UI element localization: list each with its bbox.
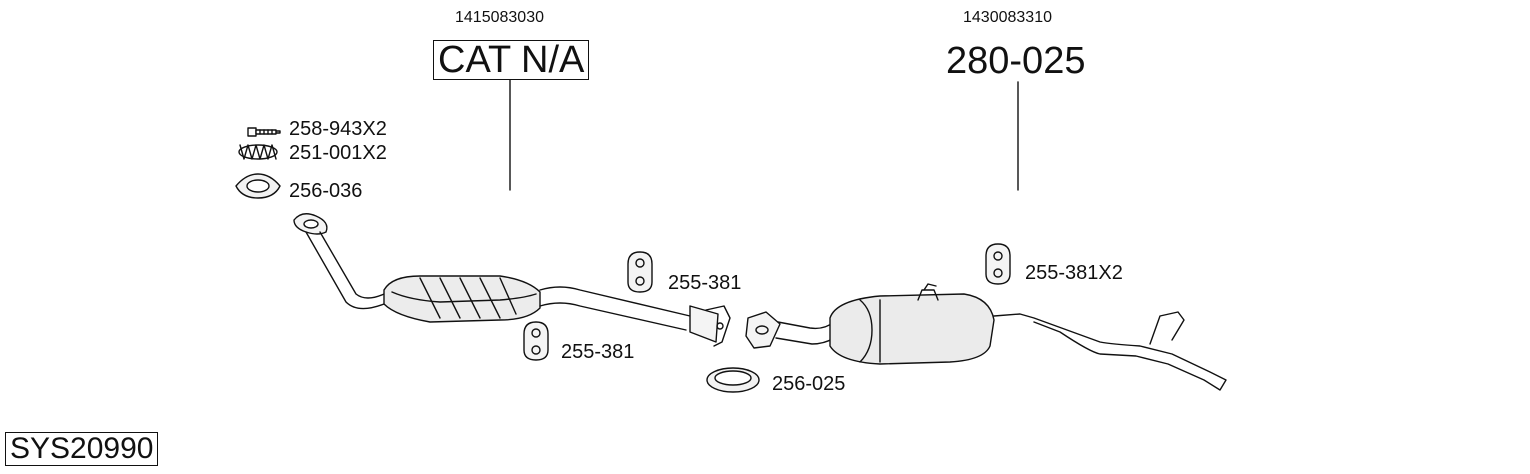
intermediate-pipe [539,286,731,347]
hanger-mid-upper-part [627,251,653,293]
hanger-mid-upper-label: 255-381 [668,272,742,294]
hanger-rear-part [985,243,1011,285]
gasket-front-label: 256-036 [289,180,363,202]
cat-label: CAT N/A [433,40,590,80]
hanger-rear-label: 255-381X2 [1025,262,1123,284]
front-downpipe [293,213,395,310]
system-id-label: SYS20990 [5,432,159,466]
gasket-front-part [235,173,281,199]
muffler-label: 280-025 [946,40,1086,82]
rear-muffler-section [745,283,1227,391]
hanger-mid-lower-label: 255-381 [561,341,635,363]
gasket-mid-part [706,367,760,393]
catalytic-converter [383,275,541,323]
muffler-part-number: 1430083310 [963,9,1052,26]
cat-part-number: 1415083030 [455,9,544,26]
spring-part [238,144,278,160]
hanger-mid-lower-part [523,321,549,361]
spring-label: 251-001X2 [289,142,387,164]
gasket-mid-label: 256-025 [772,373,846,395]
bolt-label: 258-943X2 [289,118,387,140]
bolt-part [247,127,281,137]
